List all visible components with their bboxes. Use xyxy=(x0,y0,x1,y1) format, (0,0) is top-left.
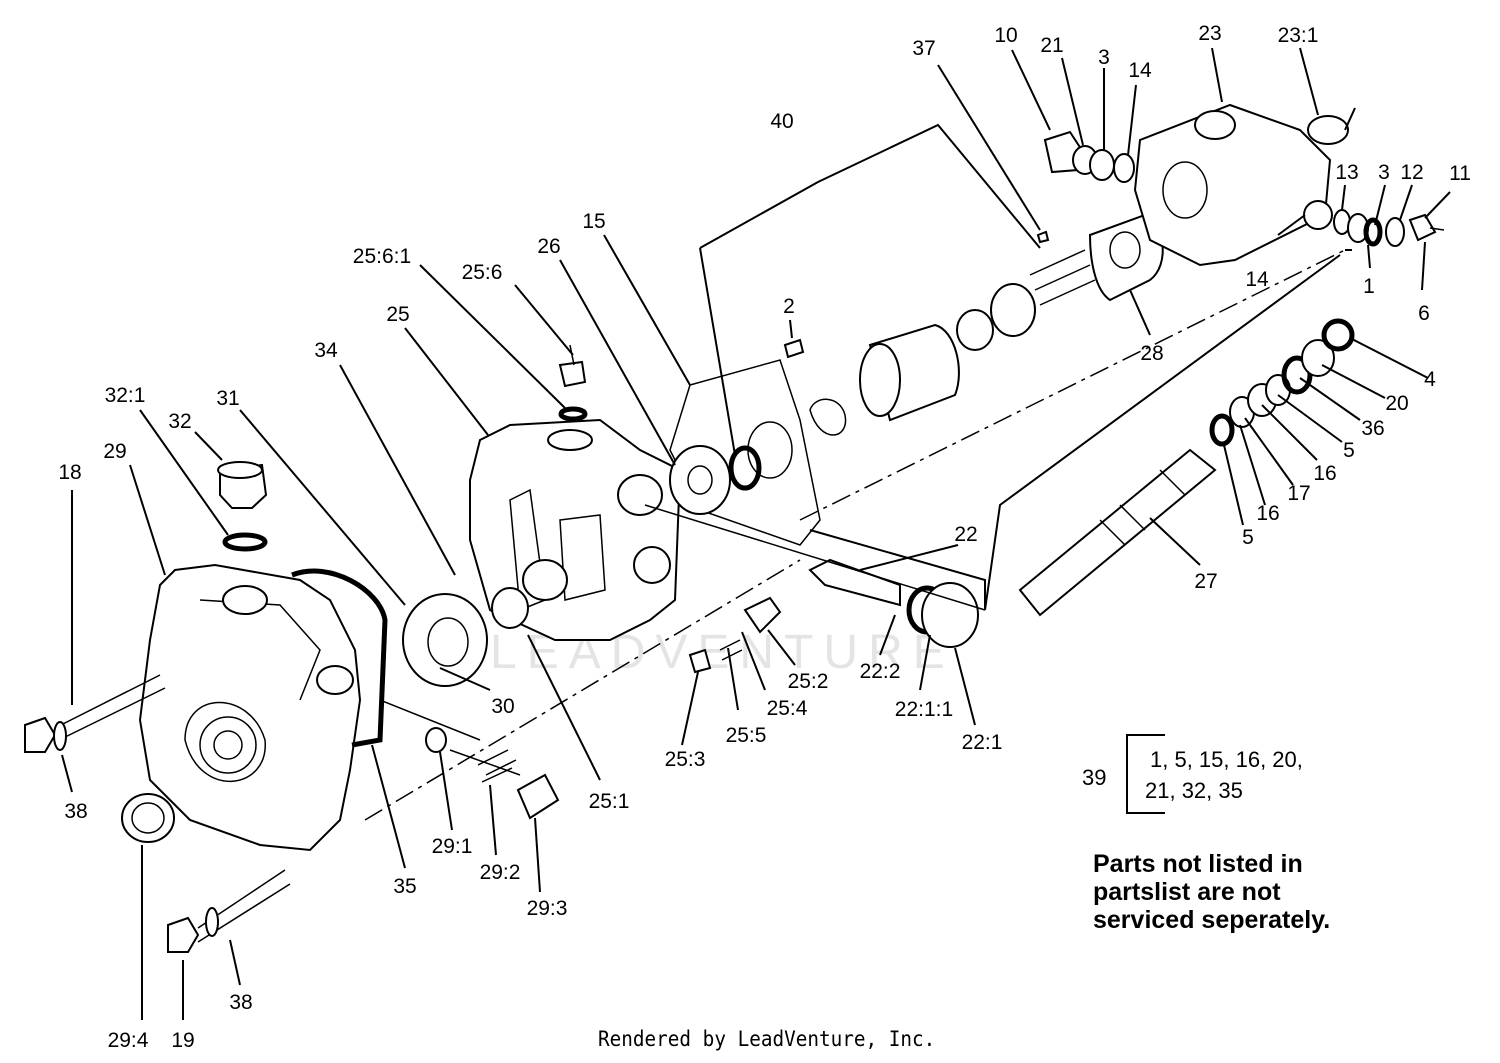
bracket-spool-group xyxy=(809,529,986,610)
oring-25-6-1-shape xyxy=(558,406,588,422)
callout-c14a: 14 xyxy=(1128,59,1152,82)
callout-c25-3: 25:3 xyxy=(665,748,706,771)
center-lines xyxy=(364,249,1346,821)
callout-c6: 6 xyxy=(1418,302,1430,325)
shaft-ring-stack-shape xyxy=(1209,318,1355,447)
callout-c16a: 16 xyxy=(1313,462,1336,485)
callout-c5a: 5 xyxy=(1343,439,1355,462)
callout-c19: 19 xyxy=(171,1029,194,1052)
callout-c29-4: 29:4 xyxy=(108,1029,149,1052)
seal-35-shape xyxy=(291,568,388,748)
bearing-23-1-shape xyxy=(1307,115,1349,145)
plate-26-shape xyxy=(669,445,731,515)
callout-c17: 17 xyxy=(1287,482,1310,505)
callout-c32: 32 xyxy=(168,410,191,433)
note-line-2: partslist are not xyxy=(1093,878,1281,906)
bearing-14-shape xyxy=(1113,153,1135,183)
callout-c38b: 38 xyxy=(229,991,252,1014)
callout-c38a: 38 xyxy=(64,800,87,823)
callout-c34: 34 xyxy=(314,339,338,362)
callout-c16b: 16 xyxy=(1256,502,1279,525)
bracket-shaft-group xyxy=(984,107,1356,611)
plug-32-shape xyxy=(217,461,268,509)
gerotor-30-shape xyxy=(402,593,488,687)
callout-c21: 21 xyxy=(1040,34,1063,57)
callout-c27: 27 xyxy=(1194,570,1217,593)
callout-c26: 26 xyxy=(537,235,560,258)
callout-c23: 23 xyxy=(1198,22,1221,45)
callout-c3a: 3 xyxy=(1098,46,1110,69)
callout-c25-6: 25:6 xyxy=(462,261,503,284)
right-seal-stack-shape xyxy=(1303,200,1445,247)
kit-parts-line-2: 21, 32, 35 xyxy=(1145,778,1243,803)
callout-c5b: 5 xyxy=(1242,526,1254,549)
callout-c3b: 3 xyxy=(1378,161,1390,184)
callout-c1: 1 xyxy=(1363,275,1375,298)
spool-22-shape xyxy=(808,558,979,648)
cylinder-block-shape xyxy=(809,213,1164,436)
callout-c13: 13 xyxy=(1335,161,1358,184)
callout-c36: 36 xyxy=(1361,417,1384,440)
bearing-29-4-shape xyxy=(121,793,175,843)
housing-29-shape xyxy=(138,563,362,852)
callout-c4: 4 xyxy=(1424,368,1436,391)
callout-c30: 30 xyxy=(491,695,514,718)
callout-c2: 2 xyxy=(783,295,795,318)
bolt-19-shape xyxy=(167,869,291,953)
bolt-18-shape xyxy=(24,674,166,753)
shaft-27-shape xyxy=(1018,448,1217,617)
callout-c22-1: 22:1 xyxy=(962,731,1003,754)
center-section-25-shape xyxy=(469,418,682,641)
callout-c11: 11 xyxy=(1449,162,1471,185)
callout-c29-2: 29:2 xyxy=(480,861,521,884)
callout-c29-1: 29:1 xyxy=(432,835,473,858)
callout-c25-4: 25:4 xyxy=(767,697,808,720)
callout-c23-1: 23:1 xyxy=(1278,24,1319,47)
callout-c18: 18 xyxy=(58,461,81,484)
ring-3-shape xyxy=(1089,149,1115,181)
service-note: Parts not listed in partslist are not se… xyxy=(1093,850,1393,934)
callout-c28: 28 xyxy=(1140,342,1163,365)
callout-c25-5: 25:5 xyxy=(726,724,767,747)
callout-c29-3: 29:3 xyxy=(527,897,568,920)
callout-c10: 10 xyxy=(994,24,1017,47)
check-valve-25-shape xyxy=(688,596,782,674)
callout-c14b: 14 xyxy=(1245,268,1269,291)
callout-c12: 12 xyxy=(1400,161,1423,184)
oring-32-1-shape xyxy=(222,532,268,552)
callout-c37: 37 xyxy=(912,37,935,60)
end-cap-23-shape xyxy=(1133,103,1332,267)
pin-37-shape xyxy=(1036,230,1050,244)
note-line-1: Parts not listed in xyxy=(1093,850,1303,878)
footer-credit: Rendered by LeadVenture, Inc. xyxy=(598,1027,936,1051)
callout-c31: 31 xyxy=(216,387,239,410)
callout-c15: 15 xyxy=(582,210,605,233)
callout-c20: 20 xyxy=(1385,392,1408,415)
kit-39-bracket xyxy=(1126,734,1165,814)
callout-c25-1: 25:1 xyxy=(589,790,630,813)
callout-c22: 22 xyxy=(954,523,977,546)
callout-c32-1: 32:1 xyxy=(105,384,146,407)
callout-c22-2: 22:2 xyxy=(860,660,901,683)
note-line-3: serviced seperately. xyxy=(1093,906,1331,934)
snap-ring-40-shape xyxy=(728,445,762,491)
callout-c22-1-1: 22:1:1 xyxy=(895,698,953,721)
callout-c25: 25 xyxy=(386,303,409,326)
kit-number: 39 xyxy=(1082,765,1107,790)
callout-c40: 40 xyxy=(770,110,793,133)
fitting-25-6-shape xyxy=(558,344,587,388)
leader-lines xyxy=(61,47,1451,1020)
callout-c25-6-1: 25:6:1 xyxy=(353,245,411,268)
pin-2-shape xyxy=(783,338,805,359)
callout-c29: 29 xyxy=(103,440,126,463)
callout-c25-2: 25:2 xyxy=(788,670,829,693)
relief-valve-29-shape xyxy=(425,727,560,820)
kit-parts-line-1: 1, 5, 15, 16, 20, xyxy=(1150,747,1303,772)
callout-c35: 35 xyxy=(393,875,416,898)
